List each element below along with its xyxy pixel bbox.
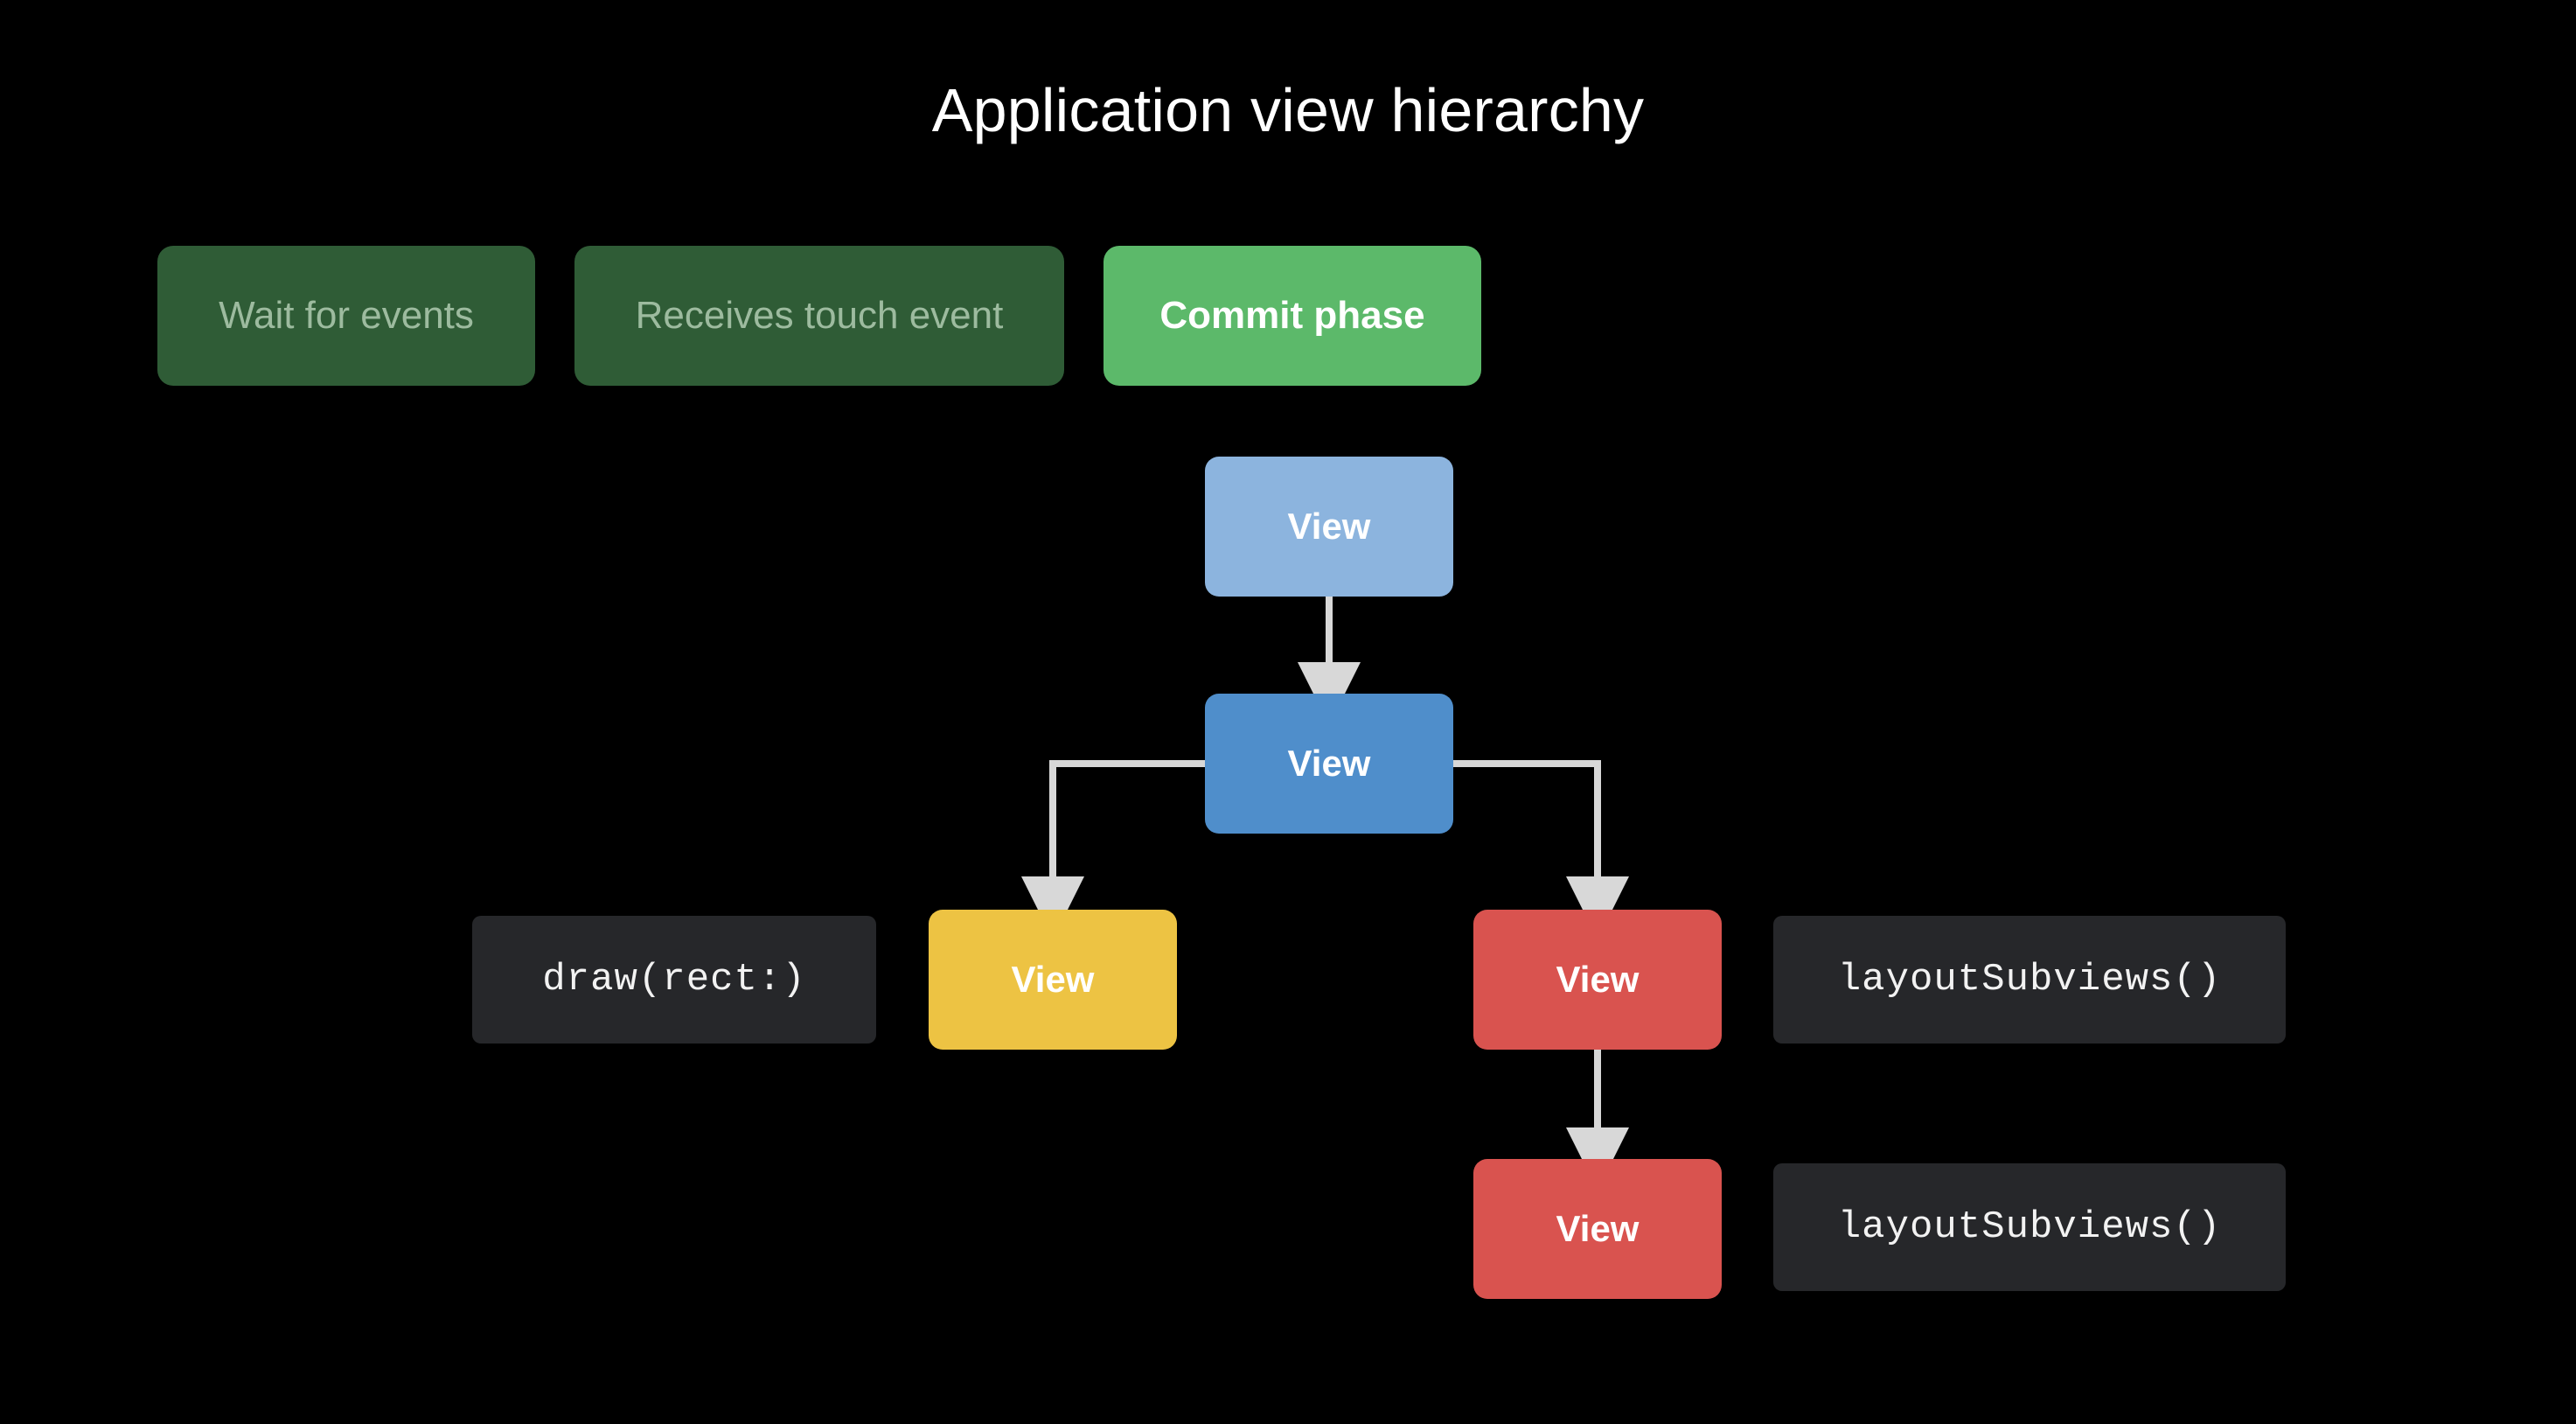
view-node-red-first[interactable]: View	[1473, 910, 1722, 1050]
phase-chip-wait-for-events[interactable]: Wait for events	[157, 246, 535, 386]
view-node-second[interactable]: View	[1205, 694, 1453, 834]
view-node-yellow[interactable]: View	[929, 910, 1177, 1050]
phase-gap	[535, 246, 574, 386]
phase-button-row: Wait for events Receives touch event Com…	[157, 246, 1481, 386]
edge-second-to-yellow	[1021, 760, 1205, 939]
view-node-red-second[interactable]: View	[1473, 1159, 1722, 1299]
code-label-layout-subviews-first: layoutSubviews()	[1773, 916, 2286, 1044]
view-node-root[interactable]: View	[1205, 457, 1453, 597]
code-label-draw-rect: draw(rect:)	[472, 916, 876, 1044]
edge-second-to-red1	[1453, 760, 1629, 939]
phase-chip-receives-touch-event[interactable]: Receives touch event	[574, 246, 1064, 386]
code-label-layout-subviews-second: layoutSubviews()	[1773, 1163, 2286, 1291]
phase-chip-commit-phase[interactable]: Commit phase	[1104, 246, 1481, 386]
phase-gap	[1064, 246, 1104, 386]
page-title: Application view hierarchy	[931, 76, 1645, 144]
